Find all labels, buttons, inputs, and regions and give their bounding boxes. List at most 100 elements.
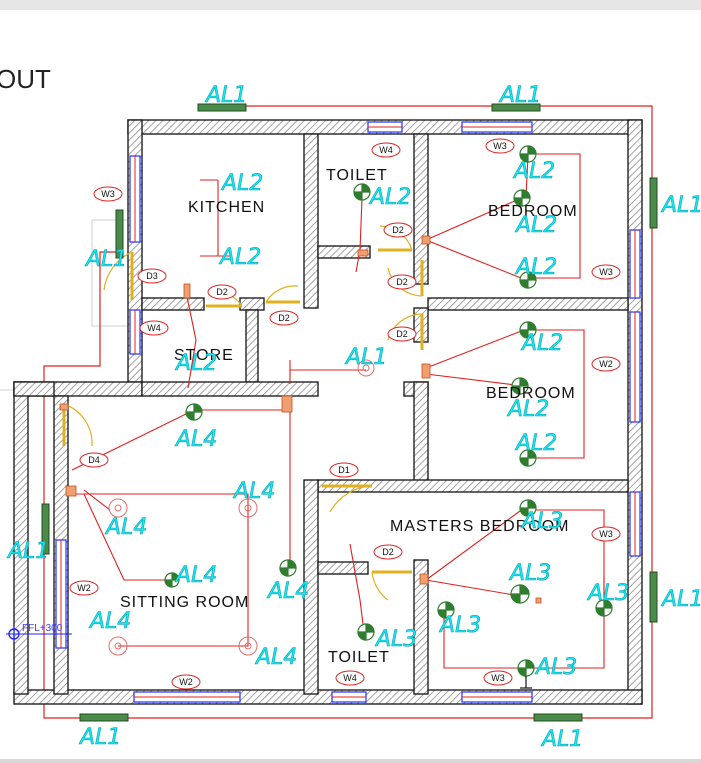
label-al4-5: AL4	[266, 579, 309, 604]
label-al2-store: AL2	[174, 351, 217, 376]
label-al3-master-3: AL3	[438, 613, 481, 638]
label-al4-3: AL4	[104, 515, 147, 540]
room-label-kitchen: KITCHEN	[188, 199, 265, 216]
room-labels: KITCHEN TOILET BEDROOM STORE BEDROOM MAS…	[120, 167, 578, 666]
svg-text:D2: D2	[396, 329, 408, 339]
tag-d1: D1	[329, 462, 359, 478]
tag-w3-bottom: W3	[483, 670, 513, 686]
switch-points	[59, 235, 542, 604]
label-al2-kitchen-1: AL2	[220, 171, 263, 196]
label-al4-7: AL4	[254, 645, 297, 670]
ffl-marker: FFL+300	[6, 623, 72, 642]
label-al1-top-right: AL1	[498, 83, 541, 108]
svg-text:W2: W2	[77, 583, 91, 593]
sheet-frame	[0, 219, 133, 391]
svg-text:D2: D2	[382, 547, 394, 557]
svg-text:D2: D2	[396, 277, 408, 287]
light-bedroom-top-3	[519, 271, 537, 289]
label-al4-4: AL4	[174, 563, 217, 588]
label-al2-toilet: AL2	[368, 185, 411, 210]
svg-text:D2: D2	[216, 287, 228, 297]
drawing-title-fragment: OUT	[0, 64, 51, 94]
tag-d2-kitchen: D2	[207, 284, 237, 300]
ffl-label: FFL+300	[22, 623, 63, 634]
label-al1-left-sitting: AL1	[6, 539, 49, 564]
svg-text:W2: W2	[179, 677, 193, 687]
svg-text:W3: W3	[491, 673, 505, 683]
doors	[62, 225, 424, 601]
downlights	[108, 359, 375, 656]
label-al1-bottom-left: AL1	[78, 725, 121, 750]
label-al2-bedroom-mid-3: AL2	[514, 431, 557, 456]
room-label-bedroom-top: BEDROOM	[488, 203, 578, 220]
light-toilet-bottom	[357, 623, 375, 641]
svg-text:D4: D4	[88, 455, 100, 465]
label-al3-toilet: AL3	[374, 627, 417, 652]
room-label-bedroom-mid: BEDROOM	[486, 385, 576, 402]
svg-text:D3: D3	[146, 271, 158, 281]
tag-d2-master: D2	[373, 544, 403, 560]
label-al2-bedroom-top-3: AL2	[514, 255, 557, 280]
tag-w2-bottom: W2	[171, 674, 201, 690]
tag-d2-toilet: D2	[383, 222, 413, 238]
label-al2-kitchen-2: AL2	[218, 245, 261, 270]
label-al3-master-1: AL3	[520, 509, 563, 534]
label-al2-bedroom-mid-2: AL2	[506, 397, 549, 422]
label-al1-bottom-right: AL1	[540, 727, 583, 752]
light-master-1	[519, 499, 537, 517]
tag-d4: D4	[79, 452, 109, 468]
label-al2-bedroom-top-2: AL2	[514, 213, 557, 238]
tag-d2-bedroom-mid: D2	[387, 326, 417, 342]
label-al1-top-left: AL1	[204, 83, 247, 108]
label-al2-bedroom-top-1: AL2	[512, 159, 555, 184]
tag-w4-store: W4	[139, 320, 169, 336]
tag-d2-bedroom-top: D2	[387, 274, 417, 290]
svg-text:W4: W4	[343, 673, 357, 683]
label-al3-master-5: AL3	[534, 655, 577, 680]
room-label-toilet-bottom: TOILET	[328, 649, 390, 666]
light-hall	[185, 403, 203, 421]
svg-text:W3: W3	[599, 529, 613, 539]
label-al3-master-2: AL3	[508, 561, 551, 586]
svg-text:W3: W3	[493, 141, 507, 151]
svg-text:W2: W2	[599, 359, 613, 369]
svg-text:D2: D2	[278, 313, 290, 323]
svg-text:W3: W3	[599, 267, 613, 277]
light-bedroom-mid-2	[511, 377, 529, 395]
svg-text:D1: D1	[338, 465, 350, 475]
label-al1-right-top: AL1	[660, 193, 701, 218]
tag-w3-bedroom-top: W3	[485, 138, 515, 154]
light-master-2	[510, 584, 530, 604]
label-al4-1: AL4	[174, 427, 217, 452]
svg-text:D2: D2	[392, 225, 404, 235]
light-bedroom-top-1	[519, 145, 537, 163]
label-al3-master-4: AL3	[586, 581, 629, 606]
light-bedroom-mid-1	[519, 321, 537, 339]
light-circuit-labels: AL1 AL1 AL1 AL1 AL1 AL1 AL1 AL1 AL1 AL2 …	[6, 83, 701, 753]
label-al1-right-bottom: AL1	[660, 587, 701, 612]
bottom-edge-strip	[0, 759, 701, 763]
tag-w4-toilet: W4	[371, 142, 401, 158]
wall-light-fixtures	[41, 103, 658, 722]
top-toolbar-strip	[0, 0, 701, 10]
tag-w3-bedroom-right: W3	[591, 264, 621, 280]
light-sitting-wall	[279, 559, 297, 577]
label-al4-2: AL4	[232, 479, 275, 504]
light-bedroom-top-2	[513, 189, 531, 207]
tag-w3-kitchen: W3	[93, 186, 123, 202]
label-al1-left-kitchen: AL1	[84, 247, 127, 272]
tag-d3: D3	[137, 268, 167, 284]
tag-w2-bedroom-mid: W2	[591, 356, 621, 372]
door-window-tags: W3 W4 W3 D2 D2 W3 D3 D2 D2 W4 D2 W2 D4 D…	[69, 138, 621, 690]
svg-text:W3: W3	[101, 189, 115, 199]
window-glass-lines	[60, 126, 636, 698]
light-master-4	[595, 599, 613, 617]
label-al4-6: AL4	[88, 609, 131, 634]
tag-w3-master: W3	[591, 526, 621, 542]
svg-text:W4: W4	[379, 145, 393, 155]
room-label-toilet-top: TOILET	[326, 167, 388, 184]
svg-text:W4: W4	[147, 323, 161, 333]
light-master-5	[517, 659, 535, 689]
room-label-sitting-room: SITTING ROOM	[120, 594, 249, 611]
room-label-store: STORE	[174, 347, 234, 364]
